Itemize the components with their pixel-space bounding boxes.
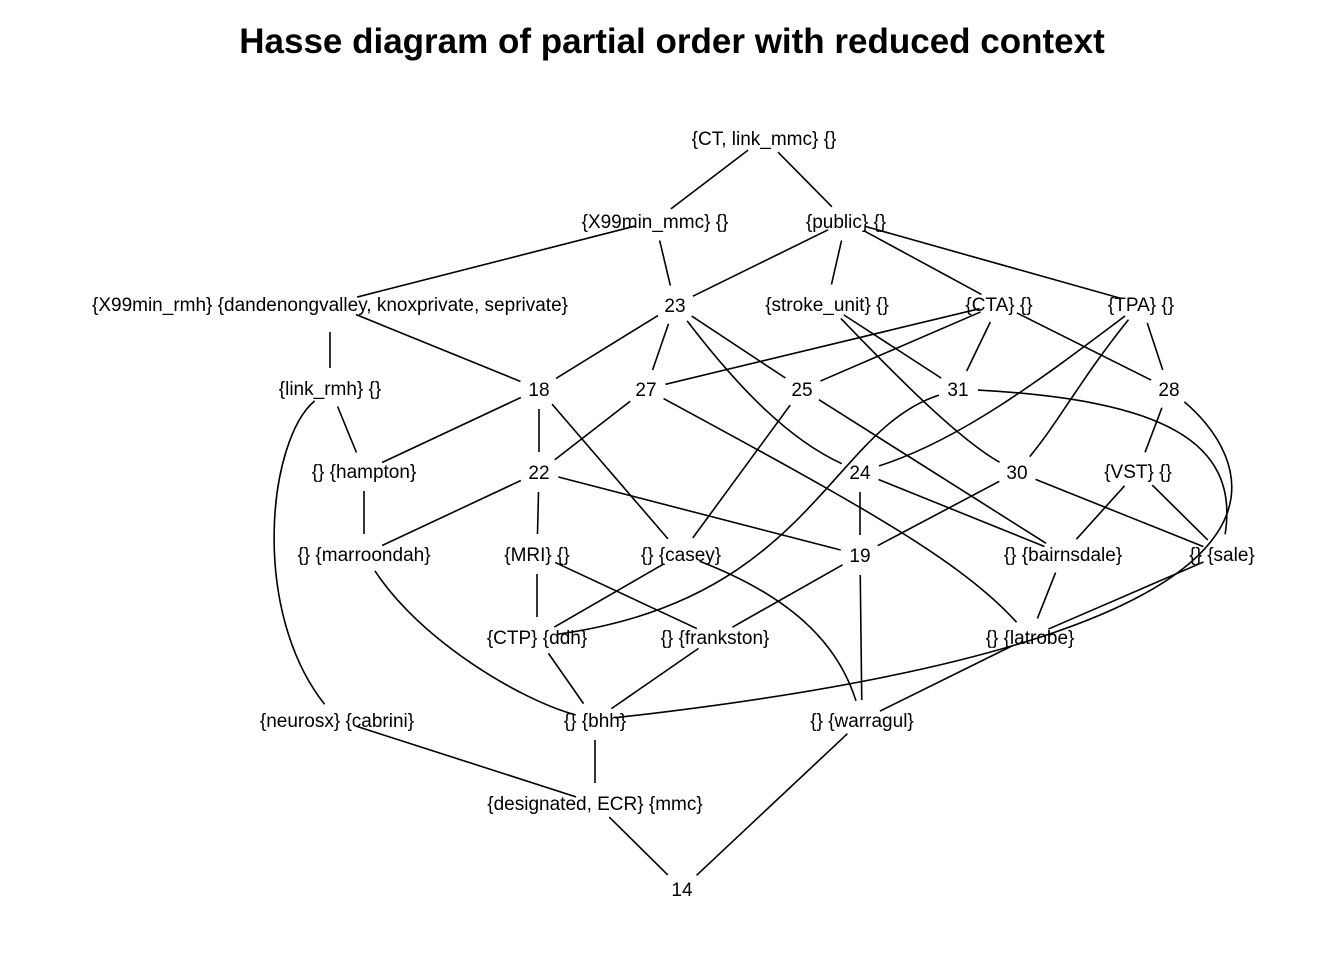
node-bairnsdale: {} {bairnsdale} (1004, 545, 1122, 566)
edge-27-latrobe (663, 397, 1018, 623)
nodes-layer: {CT, link_mmc} {} {X99min_mmc} {} {public}… (92, 129, 1255, 901)
node-cta: {CTA} {} (965, 295, 1032, 316)
edge-vst-sale (1151, 484, 1209, 541)
edge-28-vst (1144, 407, 1163, 453)
edge-top-public (777, 151, 833, 208)
node-18: 18 (528, 380, 549, 401)
edge-25-casey (692, 404, 791, 539)
edge-vst-bairnsdale (1075, 485, 1126, 540)
node-x99mmc: {X99min_mmc} {} (582, 212, 729, 233)
node-warragul: {} {warragul} (810, 711, 914, 732)
edges-layer (273, 149, 1233, 876)
edge-x99rmh-18 (355, 313, 521, 383)
edge-linkrmh-neurosx (273, 400, 326, 705)
edge-casey-warragul (699, 560, 857, 702)
edge-28-bhh (614, 401, 1233, 719)
node-frankston: {} {frankston} (661, 628, 770, 649)
node-hampton: {} {hampton} (312, 462, 417, 483)
node-neurosx: {neurosx} {cabrini} (260, 711, 414, 732)
node-public: {public} {} (806, 212, 886, 233)
edge-23-27 (651, 323, 670, 371)
edge-23-24 (686, 320, 843, 465)
edge-cta-25 (820, 311, 981, 382)
edge-cta-31 (965, 321, 992, 372)
edge-designated-14 (608, 816, 669, 876)
edge-public-stroke (830, 240, 843, 285)
edge-stroke-31 (843, 314, 942, 379)
edge-31-sale (977, 389, 1228, 535)
edge-linkrmh-hampton (336, 406, 358, 453)
edge-22-mri (536, 491, 540, 535)
node-designated: {designated, ECR} {mmc} (487, 794, 702, 815)
node-27: 27 (635, 380, 656, 401)
edge-x99mmc-x99rmh (356, 225, 636, 298)
edge-frankston-bhh (610, 647, 700, 710)
edge-22-19 (558, 476, 841, 551)
node-vst: {VST} {} (1104, 462, 1172, 483)
edge-bairnsdale-latrobe (1036, 572, 1057, 619)
edge-18-hampton (381, 396, 522, 464)
node-tpa: {TPA} {} (1108, 295, 1174, 316)
node-22: 22 (528, 463, 549, 484)
edge-18-casey (551, 403, 669, 540)
node-stroke: {stroke_unit} {} (765, 295, 889, 316)
edge-23-18 (555, 314, 659, 380)
edge-23-25 (691, 315, 786, 379)
edge-22-marroondah (381, 479, 522, 547)
edge-30-sale (1035, 478, 1204, 548)
edge-cta-27 (665, 307, 980, 386)
edge-sale-latrobe (1048, 561, 1204, 630)
edge-tpa-24 (878, 315, 1126, 467)
edge-x99mmc-23 (658, 240, 672, 286)
edge-31-ctp (556, 394, 940, 636)
edge-24-bairnsdale (878, 478, 1045, 548)
node-x99rmh: {X99min_rmh} {dandenongvalley, knoxpriva… (92, 295, 568, 316)
edge-marroondah-bhh (374, 570, 576, 716)
edge-tpa-30 (1029, 319, 1130, 458)
node-top: {CT, link_mmc} {} (692, 129, 837, 150)
edge-public-cta (863, 229, 982, 296)
node-ctp: {CTP} {ddh} (487, 628, 587, 649)
node-casey: {} {casey} (641, 545, 721, 566)
edge-19-warragul (859, 574, 863, 701)
node-19: 19 (849, 546, 870, 567)
edge-30-19 (877, 480, 1000, 547)
edge-latrobe-warragul (879, 645, 1013, 712)
node-14: 14 (671, 880, 693, 901)
node-linkrmh: {link_rmh} {} (279, 379, 381, 400)
edge-25-bairnsdale (818, 399, 1047, 544)
edge-stroke-30 (840, 317, 1000, 463)
node-25: 25 (791, 380, 812, 401)
edge-public-tpa (865, 225, 1122, 300)
node-24: 24 (849, 463, 871, 484)
node-sale: {} {sale} (1189, 545, 1255, 566)
node-31: 31 (947, 380, 968, 401)
edge-ctp-bhh (547, 652, 585, 705)
node-30: 30 (1006, 463, 1027, 484)
edge-neurosx-designated (355, 725, 577, 798)
node-mri: {MRI} {} (504, 545, 570, 566)
edge-top-x99mmc (670, 149, 749, 210)
edge-mri-frankston (554, 561, 698, 630)
edge-public-23 (692, 229, 829, 297)
node-28: 28 (1158, 380, 1179, 401)
node-23: 23 (664, 296, 685, 317)
node-latrobe: {} {latrobe} (986, 628, 1075, 649)
edge-casey-ctp (553, 563, 665, 628)
edge-warragul-14 (696, 733, 848, 876)
edge-tpa-28 (1146, 322, 1164, 371)
edge-27-22 (554, 400, 631, 461)
edge-19-frankston (732, 564, 843, 628)
node-marroondah: {} {marroondah} (297, 545, 430, 566)
diagram-title: Hasse diagram of partial order with redu… (239, 22, 1105, 61)
node-bhh: {} {bhh} (564, 711, 626, 732)
